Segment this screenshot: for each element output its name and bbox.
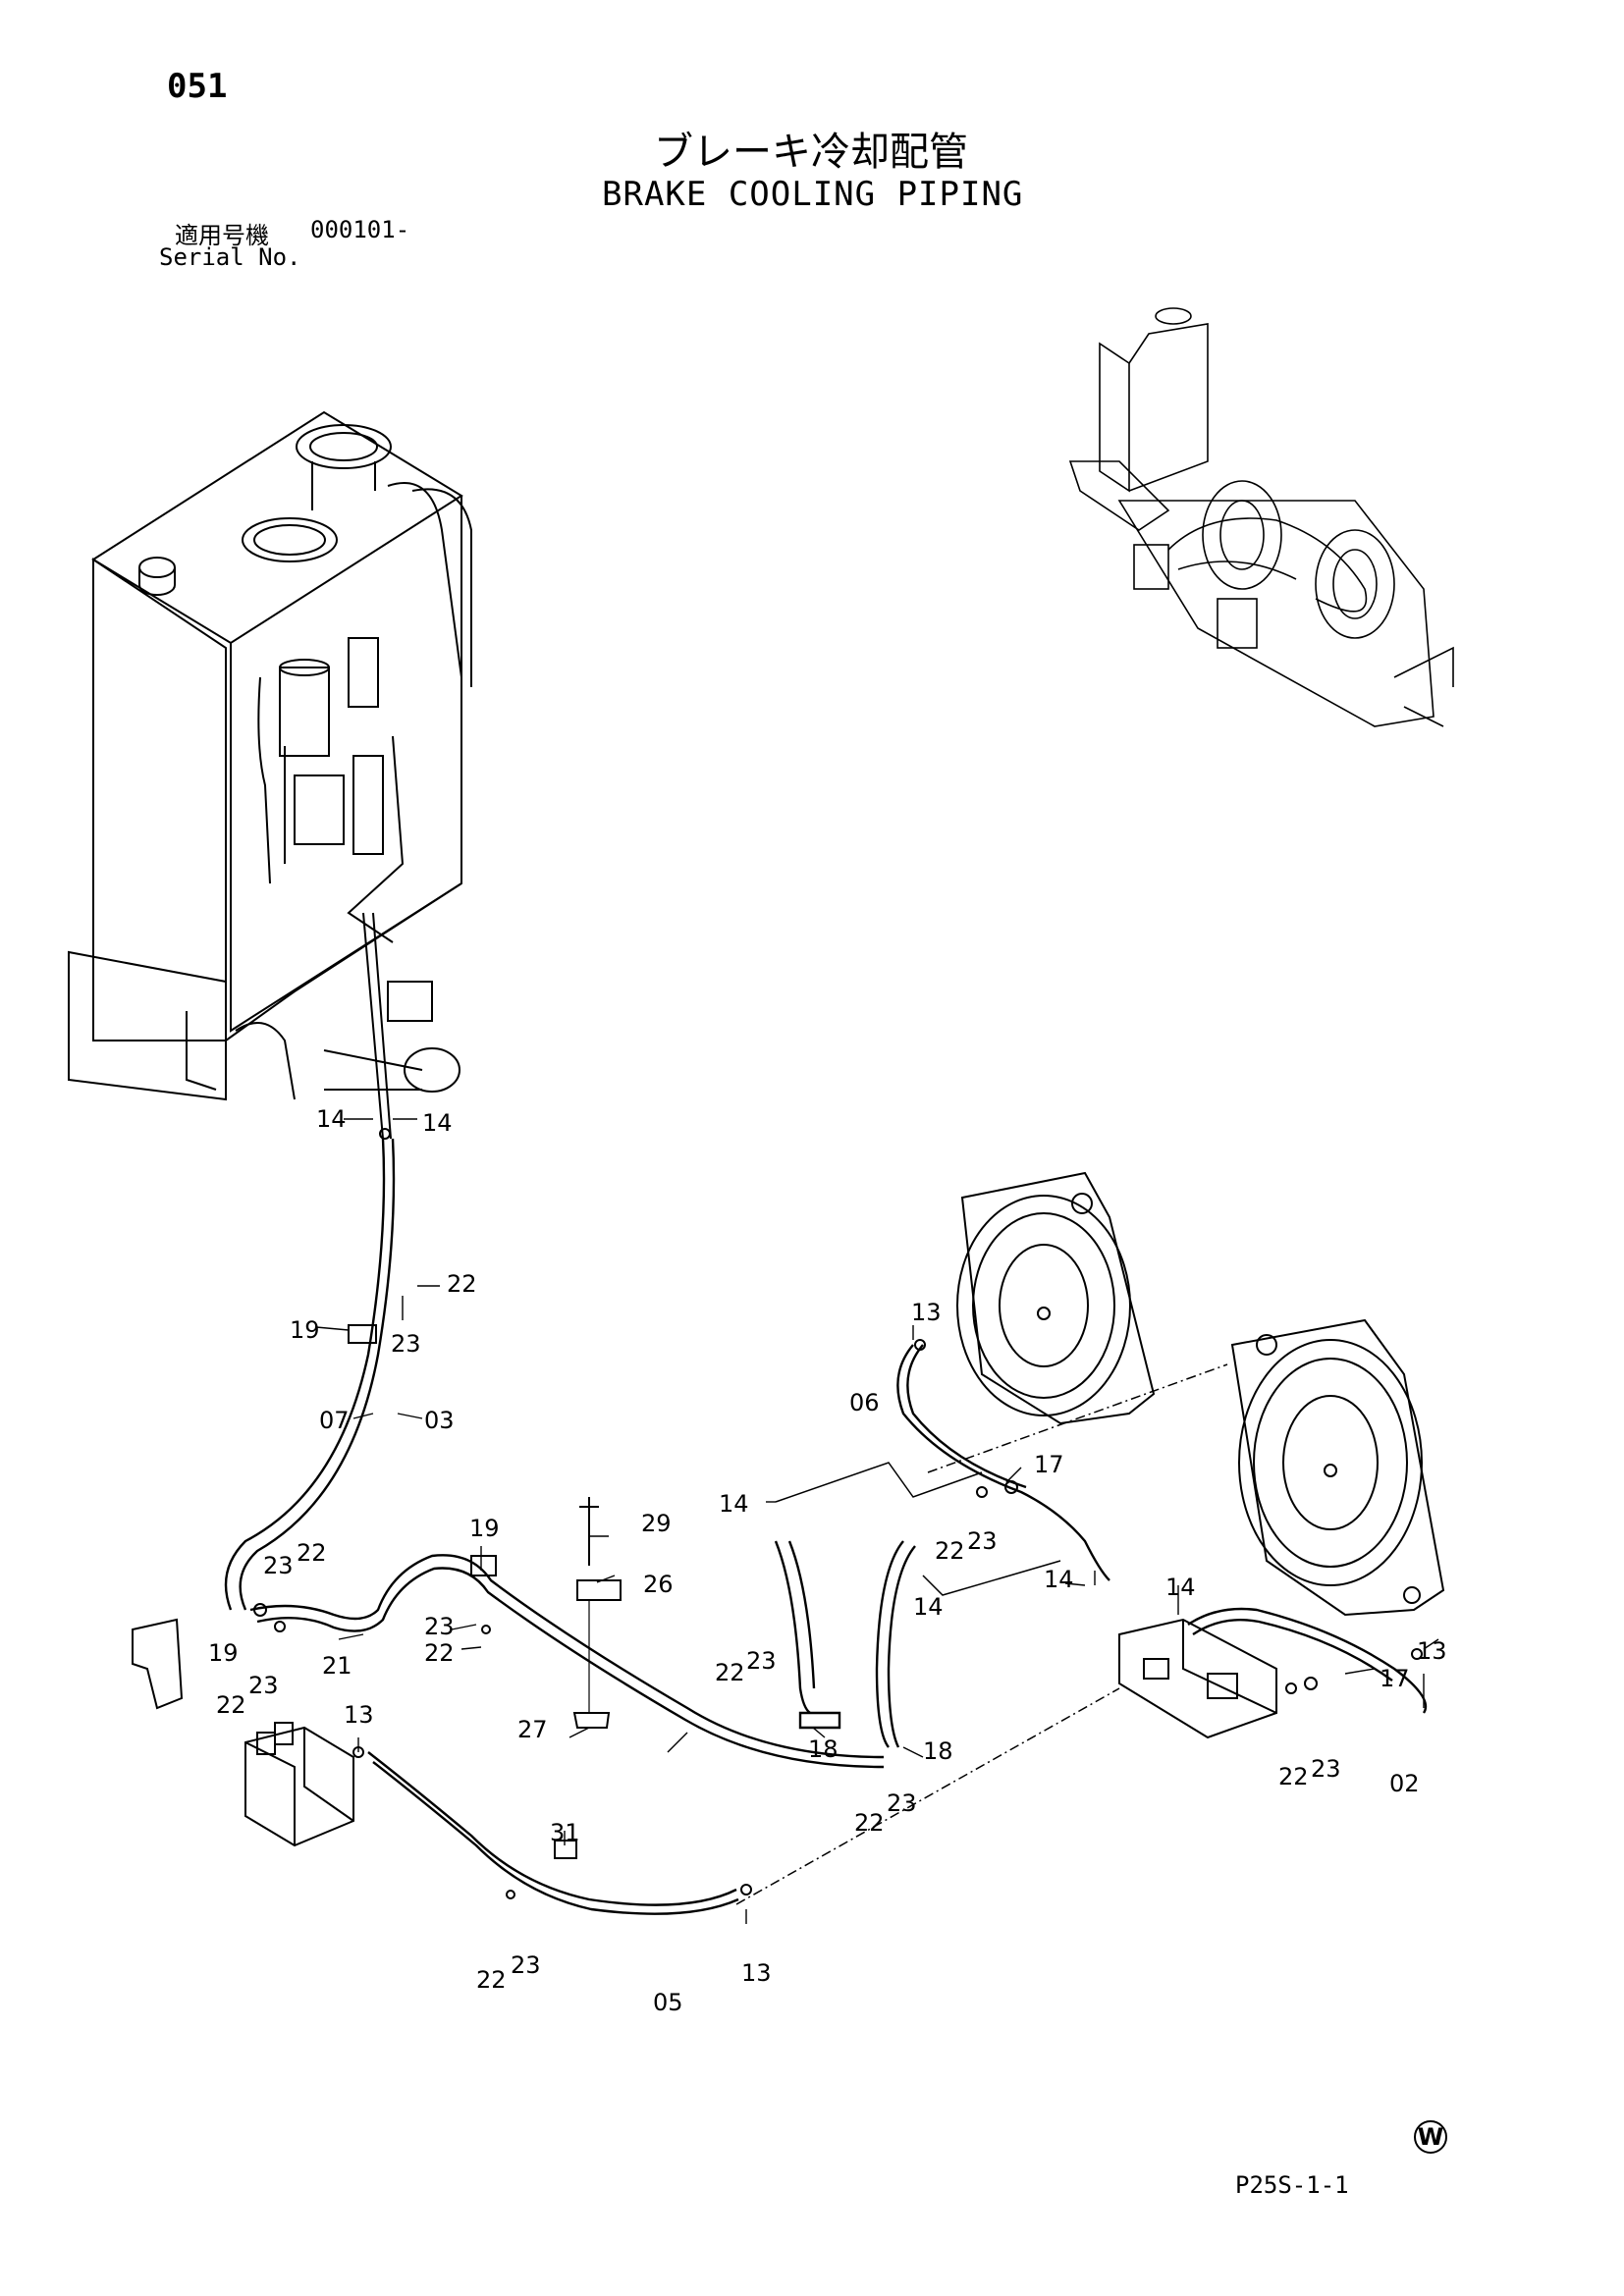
callout-31: 31 bbox=[550, 1819, 580, 1846]
callout-13: 13 bbox=[1417, 1637, 1447, 1665]
serial-number-value: 000101- bbox=[310, 216, 410, 243]
callout-19: 19 bbox=[208, 1639, 239, 1667]
callout-23: 23 bbox=[391, 1330, 421, 1358]
callout-14: 14 bbox=[422, 1109, 453, 1137]
page-number: 051 bbox=[167, 67, 228, 106]
callout-22: 22 bbox=[476, 1966, 507, 1994]
callout-06: 06 bbox=[849, 1389, 880, 1416]
callout-05: 05 bbox=[653, 1989, 683, 2016]
hydraulic-tank bbox=[68, 410, 472, 1140]
brake-housing-upper bbox=[956, 1171, 1156, 1425]
callout-22: 22 bbox=[854, 1809, 885, 1837]
callout-02: 02 bbox=[1389, 1770, 1420, 1797]
callout-22: 22 bbox=[447, 1270, 477, 1298]
callout-14: 14 bbox=[913, 1593, 944, 1621]
callout-18: 18 bbox=[808, 1735, 839, 1763]
title-japanese: ブレーキ冷却配管 bbox=[654, 130, 968, 175]
callout-13: 13 bbox=[344, 1701, 374, 1729]
callout-23: 23 bbox=[887, 1789, 917, 1817]
clamps-and-fittings bbox=[253, 1128, 1423, 1899]
bracket-left bbox=[132, 1618, 184, 1710]
callout-22: 22 bbox=[424, 1639, 455, 1667]
callout-23: 23 bbox=[511, 1951, 541, 1979]
callout-22: 22 bbox=[216, 1691, 246, 1719]
callout-27: 27 bbox=[517, 1716, 548, 1743]
callout-19: 19 bbox=[290, 1316, 320, 1344]
callout-23: 23 bbox=[424, 1613, 455, 1640]
callout-22: 22 bbox=[715, 1659, 745, 1686]
callout-18: 18 bbox=[923, 1737, 953, 1765]
callout-14: 14 bbox=[316, 1105, 347, 1133]
callout-leaders bbox=[315, 1118, 1439, 1924]
serial-label-english: Serial No. bbox=[159, 243, 301, 271]
callout-22: 22 bbox=[1278, 1763, 1309, 1790]
title-english: BRAKE COOLING PIPING bbox=[602, 175, 1024, 214]
callout-21: 21 bbox=[322, 1652, 352, 1680]
brake-housing-lower bbox=[1230, 1318, 1445, 1617]
callout-07: 07 bbox=[319, 1407, 350, 1434]
callout-labels: 14 14 22 19 23 07 03 13 06 17 14 29 19 2… bbox=[208, 1105, 1447, 2016]
callout-29: 29 bbox=[641, 1510, 672, 1537]
brake-valve-block bbox=[1118, 1618, 1277, 1739]
callout-23: 23 bbox=[1311, 1755, 1341, 1783]
machine-overview-view bbox=[1068, 307, 1454, 727]
callout-17: 17 bbox=[1034, 1451, 1064, 1478]
figure-code: P25S-1-1 bbox=[1235, 2171, 1349, 2199]
callout-22: 22 bbox=[935, 1537, 965, 1565]
callout-22: 22 bbox=[297, 1539, 327, 1567]
hoses bbox=[224, 1138, 1428, 1915]
callout-03: 03 bbox=[424, 1407, 455, 1434]
callout-17: 17 bbox=[1380, 1665, 1410, 1692]
serial-label-japanese: 適用号機 bbox=[175, 222, 269, 249]
callout-14: 14 bbox=[719, 1490, 749, 1518]
callout-23: 23 bbox=[248, 1672, 279, 1699]
callout-23: 23 bbox=[967, 1527, 998, 1555]
callout-23: 23 bbox=[746, 1647, 777, 1675]
callout-14: 14 bbox=[1044, 1566, 1074, 1593]
callout-14: 14 bbox=[1165, 1574, 1196, 1601]
callout-26: 26 bbox=[643, 1571, 674, 1598]
callout-19: 19 bbox=[469, 1515, 500, 1542]
callout-23: 23 bbox=[263, 1552, 294, 1579]
pilot-valve-block bbox=[244, 1722, 354, 1847]
callout-13: 13 bbox=[741, 1959, 772, 1987]
callout-13: 13 bbox=[911, 1299, 942, 1326]
w-mark-circle: W bbox=[1414, 2120, 1447, 2154]
